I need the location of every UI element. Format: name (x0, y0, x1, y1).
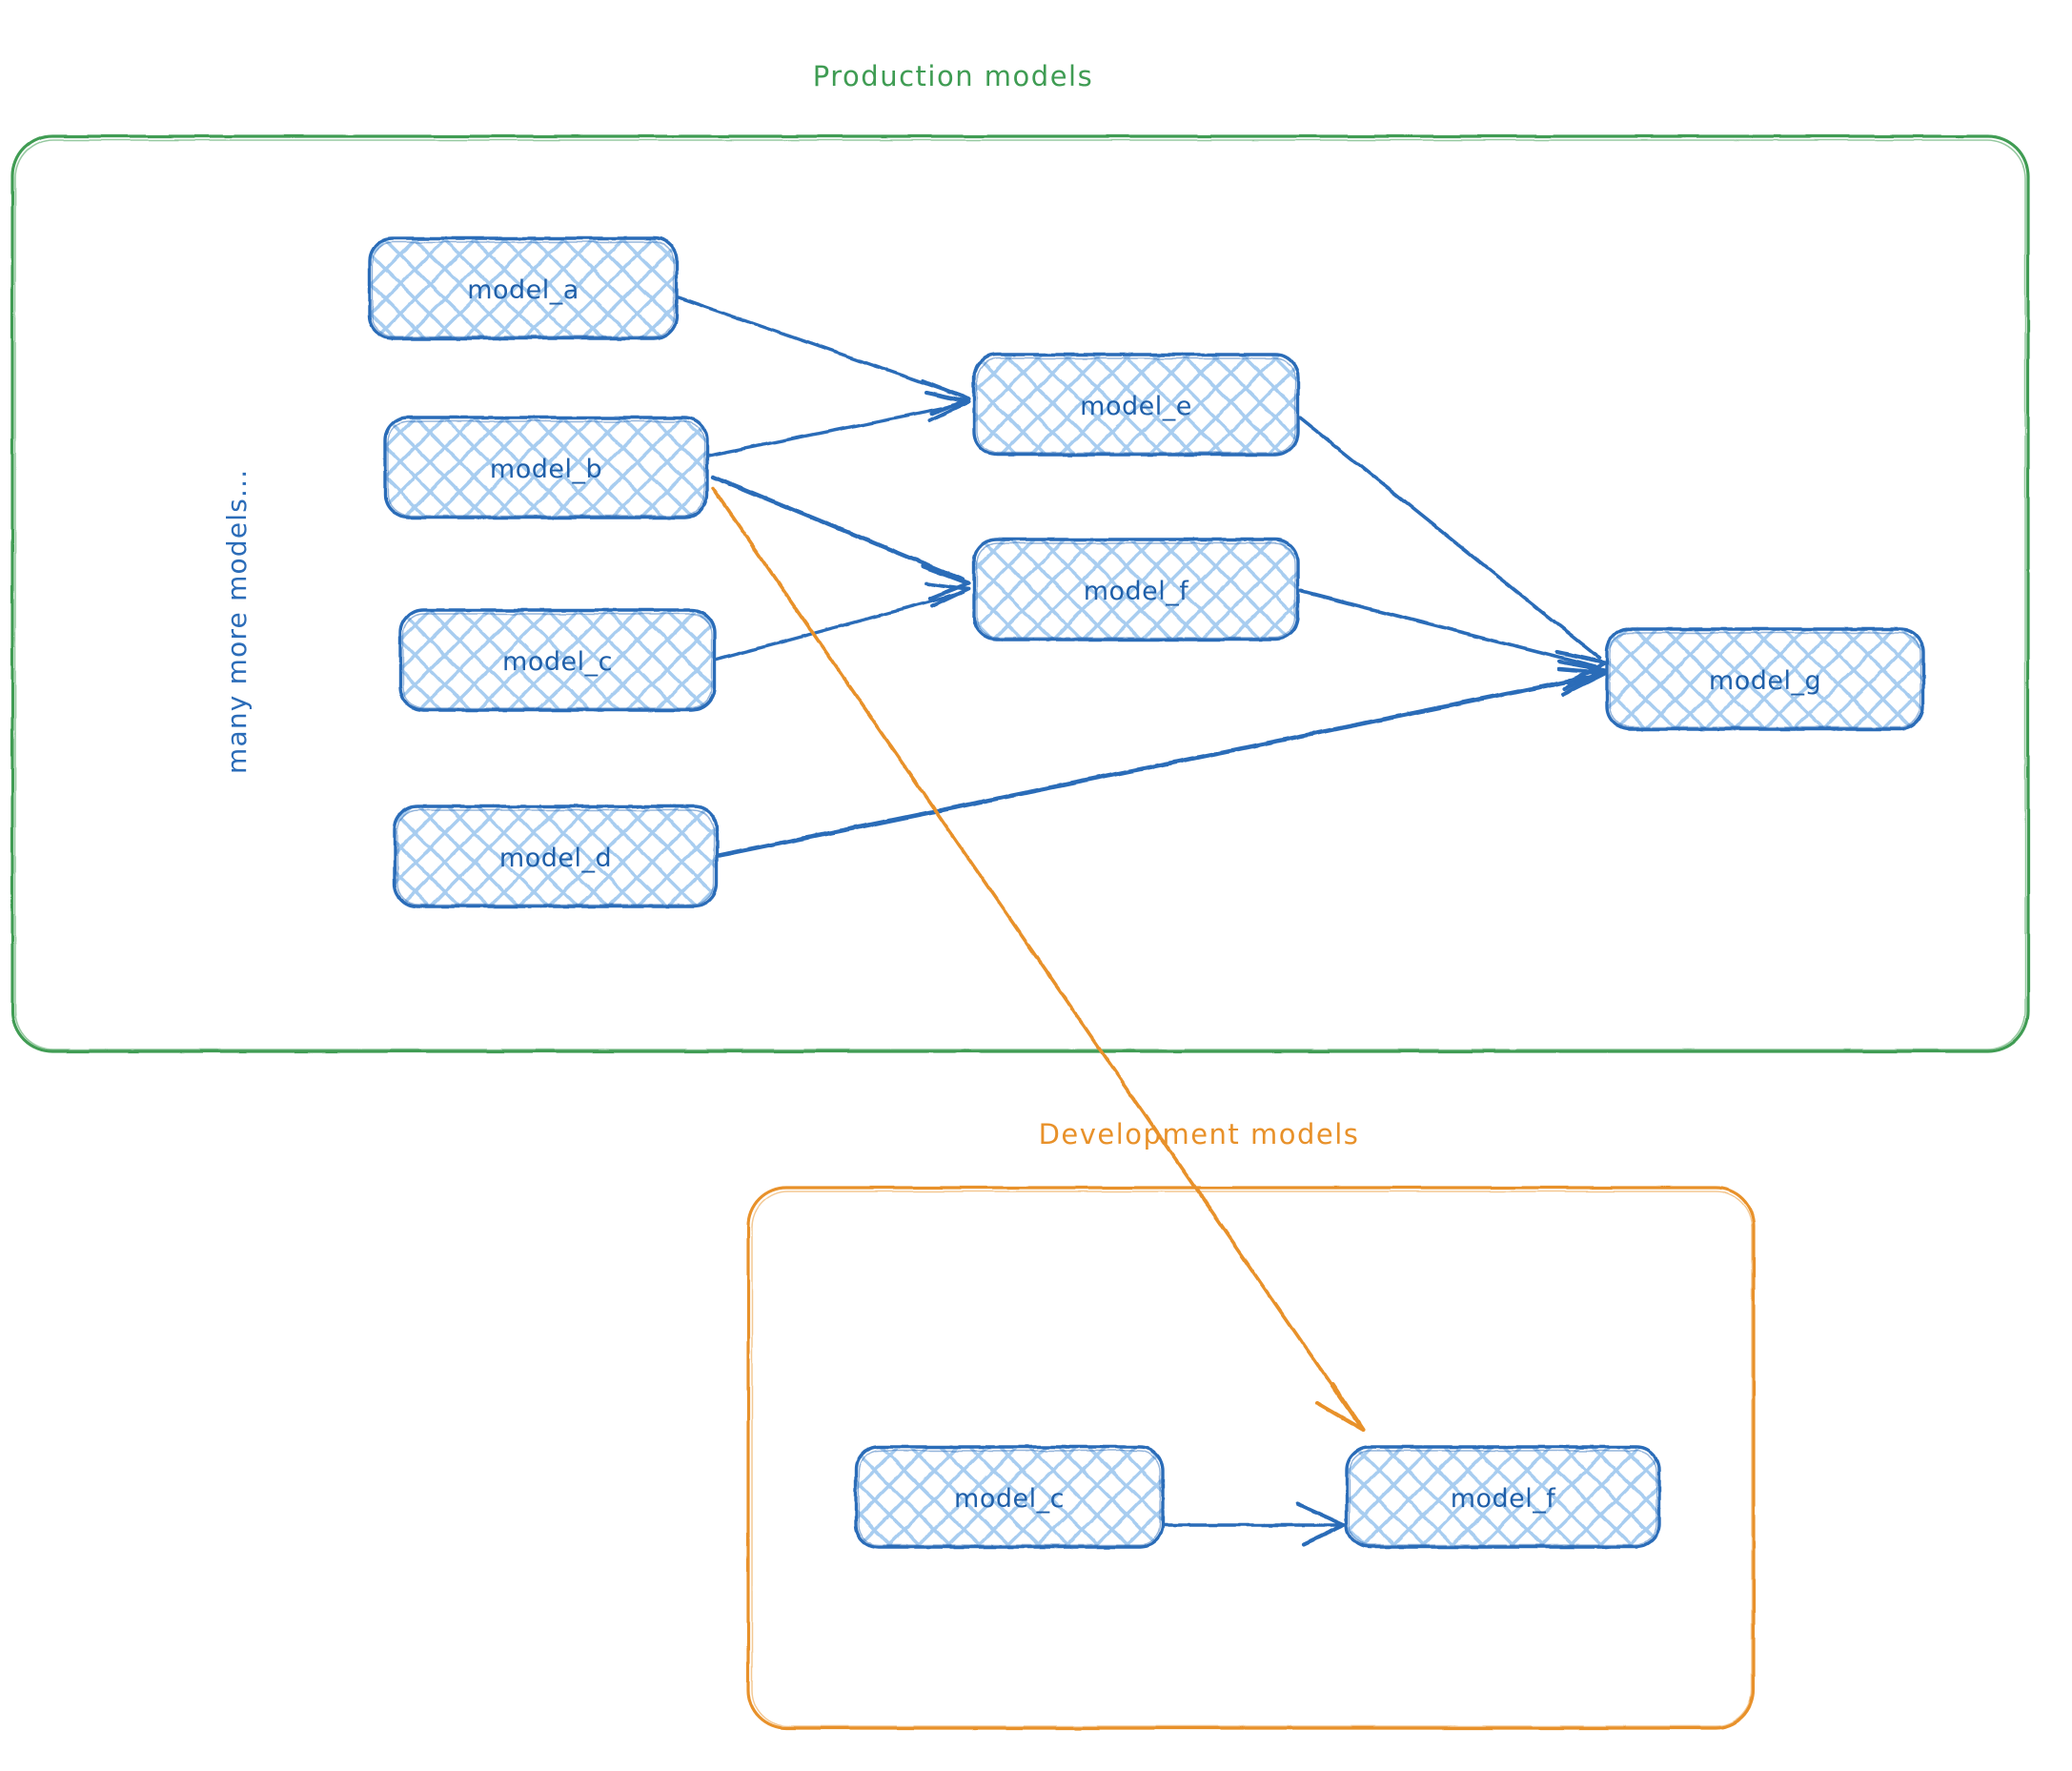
group-development-title: Development models (1039, 1118, 1360, 1150)
node-label-prod-model-c: model_c (502, 647, 613, 677)
node-label-prod-model-f: model_f (1084, 577, 1190, 606)
edge-dev-c-to-dev-f (1163, 1501, 1347, 1547)
edge-b-to-f (710, 474, 971, 601)
edge-c-to-f (715, 581, 970, 662)
edge-d-to-g (716, 666, 1608, 859)
node-label-dev-model-f: model_f (1451, 1484, 1557, 1514)
node-prod-model-g[interactable]: model_g (1605, 627, 1925, 731)
group-production-border (10, 134, 2030, 1053)
group-development-border (746, 1186, 1756, 1730)
edge-e-to-g (1298, 416, 1608, 685)
node-label-prod-model-a: model_a (467, 275, 579, 305)
node-label-prod-model-b: model_b (490, 455, 602, 484)
node-prod-model-b[interactable]: model_b (383, 416, 709, 519)
node-prod-model-a[interactable]: model_a (368, 236, 679, 340)
node-prod-model-d[interactable]: model_d (393, 804, 719, 908)
group-production-border-sketch (14, 139, 2026, 1050)
edge-b-to-dev-f (711, 486, 1366, 1433)
node-label-prod-model-g: model_g (1709, 666, 1821, 696)
edge-b-to-e (707, 391, 970, 458)
nodes-layer: model_a model_b model_c (368, 236, 1925, 1549)
group-development: Development models (746, 1118, 1756, 1730)
edge-f-to-g (1298, 589, 1608, 691)
node-label-prod-model-d: model_d (499, 844, 612, 873)
group-production: Production models (10, 60, 2030, 1053)
node-dev-model-f[interactable]: model_f (1345, 1445, 1661, 1549)
node-prod-model-c[interactable]: model_c (398, 608, 717, 712)
node-label-dev-model-c: model_c (954, 1484, 1065, 1514)
group-development-border-sketch (751, 1191, 1753, 1727)
group-production-title: Production models (813, 60, 1093, 92)
node-prod-model-e[interactable]: model_e (972, 353, 1300, 457)
edges-layer (677, 295, 1608, 1547)
node-label-prod-model-e: model_e (1080, 392, 1192, 421)
side-note-many-more-models: many more models... (221, 469, 253, 774)
edge-a-to-e (677, 295, 970, 416)
node-prod-model-f[interactable]: model_f (972, 538, 1300, 641)
node-dev-model-c[interactable]: model_c (854, 1445, 1165, 1549)
